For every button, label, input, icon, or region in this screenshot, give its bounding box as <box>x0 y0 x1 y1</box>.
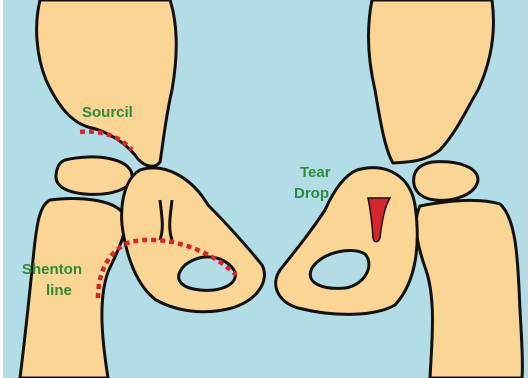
shenton-line-label-line2: line <box>46 282 72 299</box>
shenton-line-label-line1: Shenton <box>22 261 82 278</box>
right-femoral-head <box>414 162 478 201</box>
left-femoral-head <box>56 157 132 194</box>
sourcil-label: Sourcil <box>82 104 133 121</box>
left-obturator-foramen <box>179 257 236 290</box>
right-femur <box>416 200 522 378</box>
tear-drop-label-line1: Tear <box>300 164 331 181</box>
tear-drop-label-line2: Drop <box>294 185 329 202</box>
